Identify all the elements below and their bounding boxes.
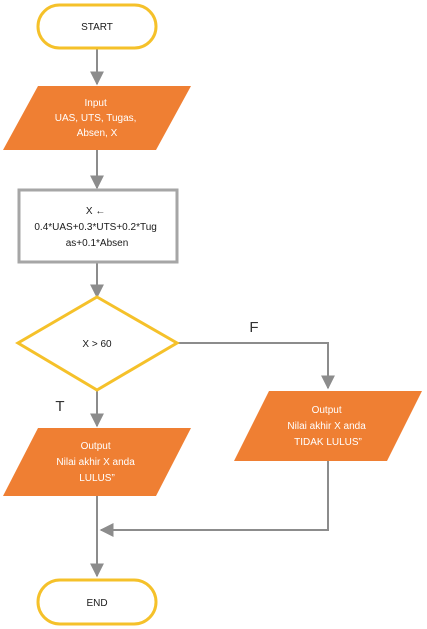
start-label: START (81, 22, 113, 33)
input-parallelogram: Input UAS, UTS, Tugas, Absen, X (3, 86, 191, 150)
process-box: X ← 0.4*UAS+0.3*UTS+0.2*Tug as+0.1*Absen (17, 188, 179, 264)
input-text: Input UAS, UTS, Tugas, Absen, X (55, 98, 139, 139)
output-pass-line-2: Nilai akhir X anda (56, 457, 135, 468)
connectors (90, 48, 335, 578)
false-branch-label: F (249, 319, 258, 336)
input-line-3: Absen, X (77, 128, 118, 139)
end-label: END (86, 598, 107, 609)
input-line-2: UAS, UTS, Tugas, (55, 113, 137, 124)
output-fail-text: Output Nilai akhir X anda TIDAK LULUS” (287, 405, 368, 448)
process-line-1: X ← (86, 206, 105, 217)
output-fail-parallelogram: Output Nilai akhir X anda TIDAK LULUS” (234, 391, 422, 461)
output-pass-text: Output Nilai akhir X anda LULUS” (56, 441, 137, 484)
start-terminal: START (36, 3, 158, 50)
output-fail-line-1: Output (312, 405, 342, 416)
output-pass-parallelogram: Output Nilai akhir X anda LULUS” (3, 428, 191, 496)
decision-diamond: X > 60 (15, 295, 180, 392)
arrow-fail-to-merge (99, 461, 329, 537)
output-pass-line-1: Output (81, 441, 111, 452)
arrow-decision-to-fail (177, 342, 335, 390)
output-fail-line-3: TIDAK LULUS” (294, 437, 362, 448)
process-line-2: 0.4*UAS+0.3*UTS+0.2*Tug (34, 222, 156, 233)
true-branch-label: T (55, 398, 64, 415)
decision-label: X > 60 (82, 339, 112, 350)
output-pass-line-3: LULUS” (79, 473, 115, 484)
input-line-1: Input (84, 98, 106, 109)
process-line-3: as+0.1*Absen (66, 238, 129, 249)
process-text: X ← 0.4*UAS+0.3*UTS+0.2*Tug as+0.1*Absen (34, 206, 159, 249)
output-fail-line-2: Nilai akhir X anda (287, 421, 366, 432)
end-terminal: END (36, 578, 158, 626)
